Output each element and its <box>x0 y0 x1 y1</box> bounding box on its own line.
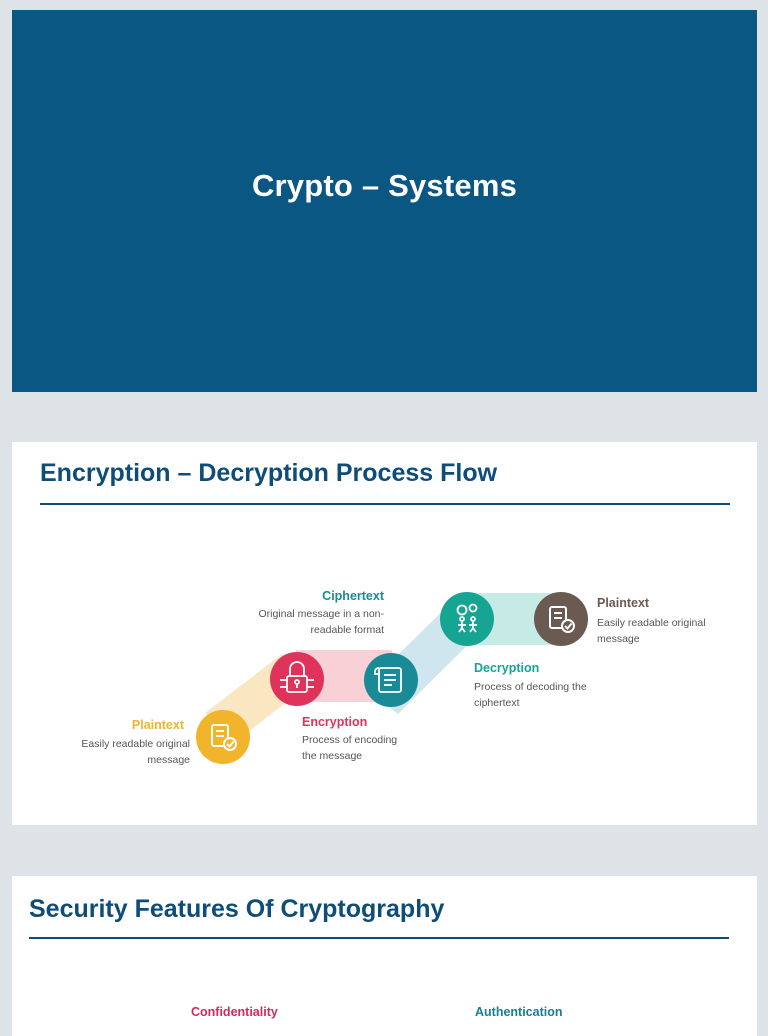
heading-underline <box>29 937 729 939</box>
plaintext-end-node <box>534 592 588 646</box>
step-label-encryption: Encryption <box>302 715 368 729</box>
security-features-heading: Security Features Of Cryptography <box>29 895 445 923</box>
feature-authentication: Authentication <box>475 1005 563 1019</box>
title-slide: Crypto – Systems <box>12 10 757 392</box>
encryption-node <box>270 652 324 706</box>
security-features-slide: Security Features Of Cryptography Confid… <box>12 876 757 1036</box>
process-flow-slide: Encryption – Decryption Process Flow <box>12 442 757 825</box>
step-desc-ciphertext: Original message in a non-readable forma… <box>258 608 384 636</box>
document-check-icon <box>211 724 237 751</box>
step-desc-plaintext-end: Easily readable original message <box>597 617 706 645</box>
scroll-document-icon <box>374 667 402 693</box>
process-flow-heading: Encryption – Decryption Process Flow <box>40 459 498 487</box>
heading-underline <box>40 503 730 505</box>
step-desc-encryption: Process of encoding the message <box>302 734 398 762</box>
title-slide-heading: Crypto – Systems <box>251 168 518 203</box>
plaintext-start-node <box>196 710 250 764</box>
gears-people-icon <box>456 603 478 633</box>
feature-confidentiality: Confidentiality <box>191 1005 278 1019</box>
padlock-circuit-icon <box>280 661 314 693</box>
process-flow-diagram <box>196 592 588 764</box>
step-desc-decryption: Process of decoding the ciphertext <box>474 681 587 709</box>
step-label-decryption: Decryption <box>474 661 540 675</box>
step-label-plaintext-start: Plaintext <box>131 718 184 732</box>
document-check-icon <box>549 606 575 633</box>
step-label-plaintext-end: Plaintext <box>597 596 650 610</box>
ciphertext-node <box>364 653 418 707</box>
decryption-node <box>440 592 494 646</box>
step-label-ciphertext: Ciphertext <box>322 589 384 603</box>
step-desc-plaintext-start: Easily readable original message <box>81 738 190 766</box>
